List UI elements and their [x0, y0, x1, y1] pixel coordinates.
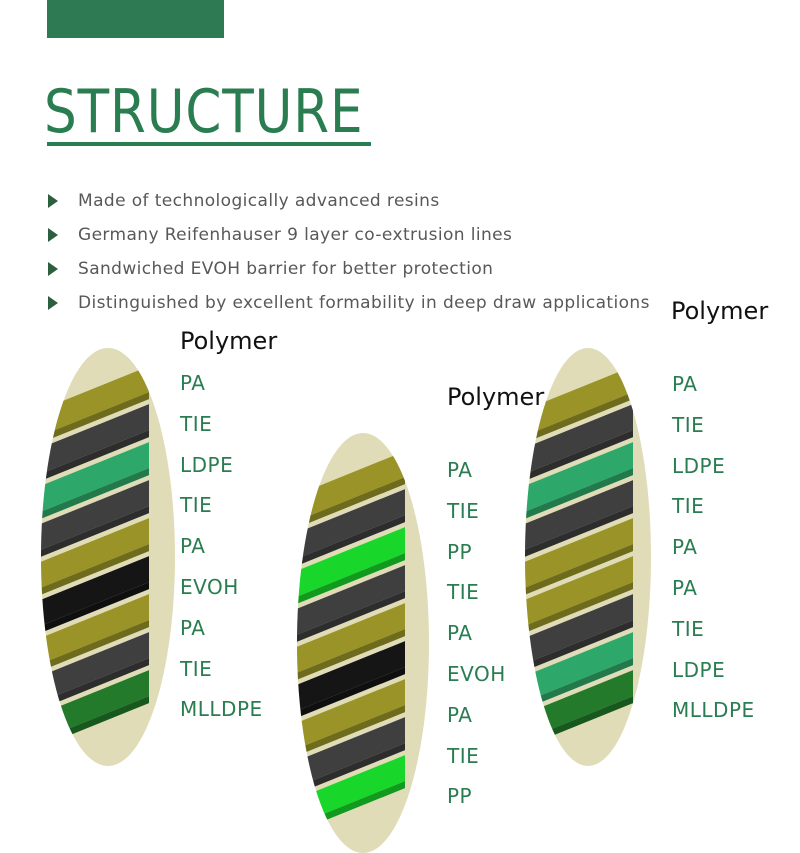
layer-label: PA: [447, 458, 473, 482]
layer-label: PA: [447, 621, 473, 646]
layer-label: PP: [447, 784, 473, 809]
structure-layer-list: PA TIE LDPE TIE PA EVOH PA TIE MLLDPE: [180, 371, 263, 738]
structure-heading: Polymer: [447, 383, 545, 411]
structure-heading: Polymer: [671, 297, 769, 325]
title-underline: [47, 142, 371, 146]
layer-label: TIE: [180, 411, 213, 436]
layer-label: PA: [672, 372, 698, 396]
structure-layer-list: PA TIE PP TIE PA EVOH PA TIE PP: [447, 458, 506, 825]
layer-label: PA: [180, 371, 206, 395]
layer-label: TIE: [672, 494, 705, 519]
bullet-triangle-icon: [48, 296, 58, 310]
layer-label: TIE: [672, 412, 705, 437]
layer-label: MLLDPE: [180, 697, 263, 722]
page-title: STRUCTURE: [44, 77, 364, 147]
feature-item: Made of technologically advanced resins: [48, 184, 650, 218]
structure-heading: Polymer: [180, 327, 278, 355]
feature-item: Distinguished by excellent formability i…: [48, 286, 650, 320]
layer-label: LDPE: [180, 452, 234, 477]
layer-stack-illustration: [41, 348, 175, 766]
layer-label: PP: [447, 539, 473, 564]
layer-label: MLLDPE: [672, 698, 755, 723]
layer-label: PA: [672, 575, 698, 600]
bullet-triangle-icon: [48, 262, 58, 276]
header-accent-bar: [47, 0, 224, 38]
layer-label: TIE: [180, 656, 213, 681]
layer-stack-illustration: [525, 348, 651, 766]
layer-label: PA: [672, 535, 698, 560]
layer-label: EVOH: [447, 661, 506, 686]
layer-label: EVOH: [180, 574, 239, 599]
layer-label: TIE: [180, 493, 213, 518]
layer-label: TIE: [447, 743, 480, 768]
layer-label: PA: [180, 534, 206, 559]
layer-label: PA: [180, 615, 206, 640]
feature-list: Made of technologically advanced resins …: [48, 184, 650, 320]
layer-label: TIE: [672, 616, 705, 641]
feature-item: Germany Reifenhauser 9 layer co-extrusio…: [48, 218, 650, 252]
layer-label: LDPE: [672, 453, 726, 478]
bullet-triangle-icon: [48, 228, 58, 242]
bullet-triangle-icon: [48, 194, 58, 208]
feature-item: Sandwiched EVOH barrier for better prote…: [48, 252, 650, 286]
layer-label: PA: [447, 702, 473, 727]
layer-label: LDPE: [672, 657, 726, 682]
layer-stack-illustration: [297, 433, 429, 853]
layer-label: TIE: [447, 498, 480, 523]
layer-label: TIE: [447, 580, 480, 605]
structure-layer-list: PA TIE LDPE TIE PA PA TIE LDPE MLLDPE: [672, 372, 755, 739]
